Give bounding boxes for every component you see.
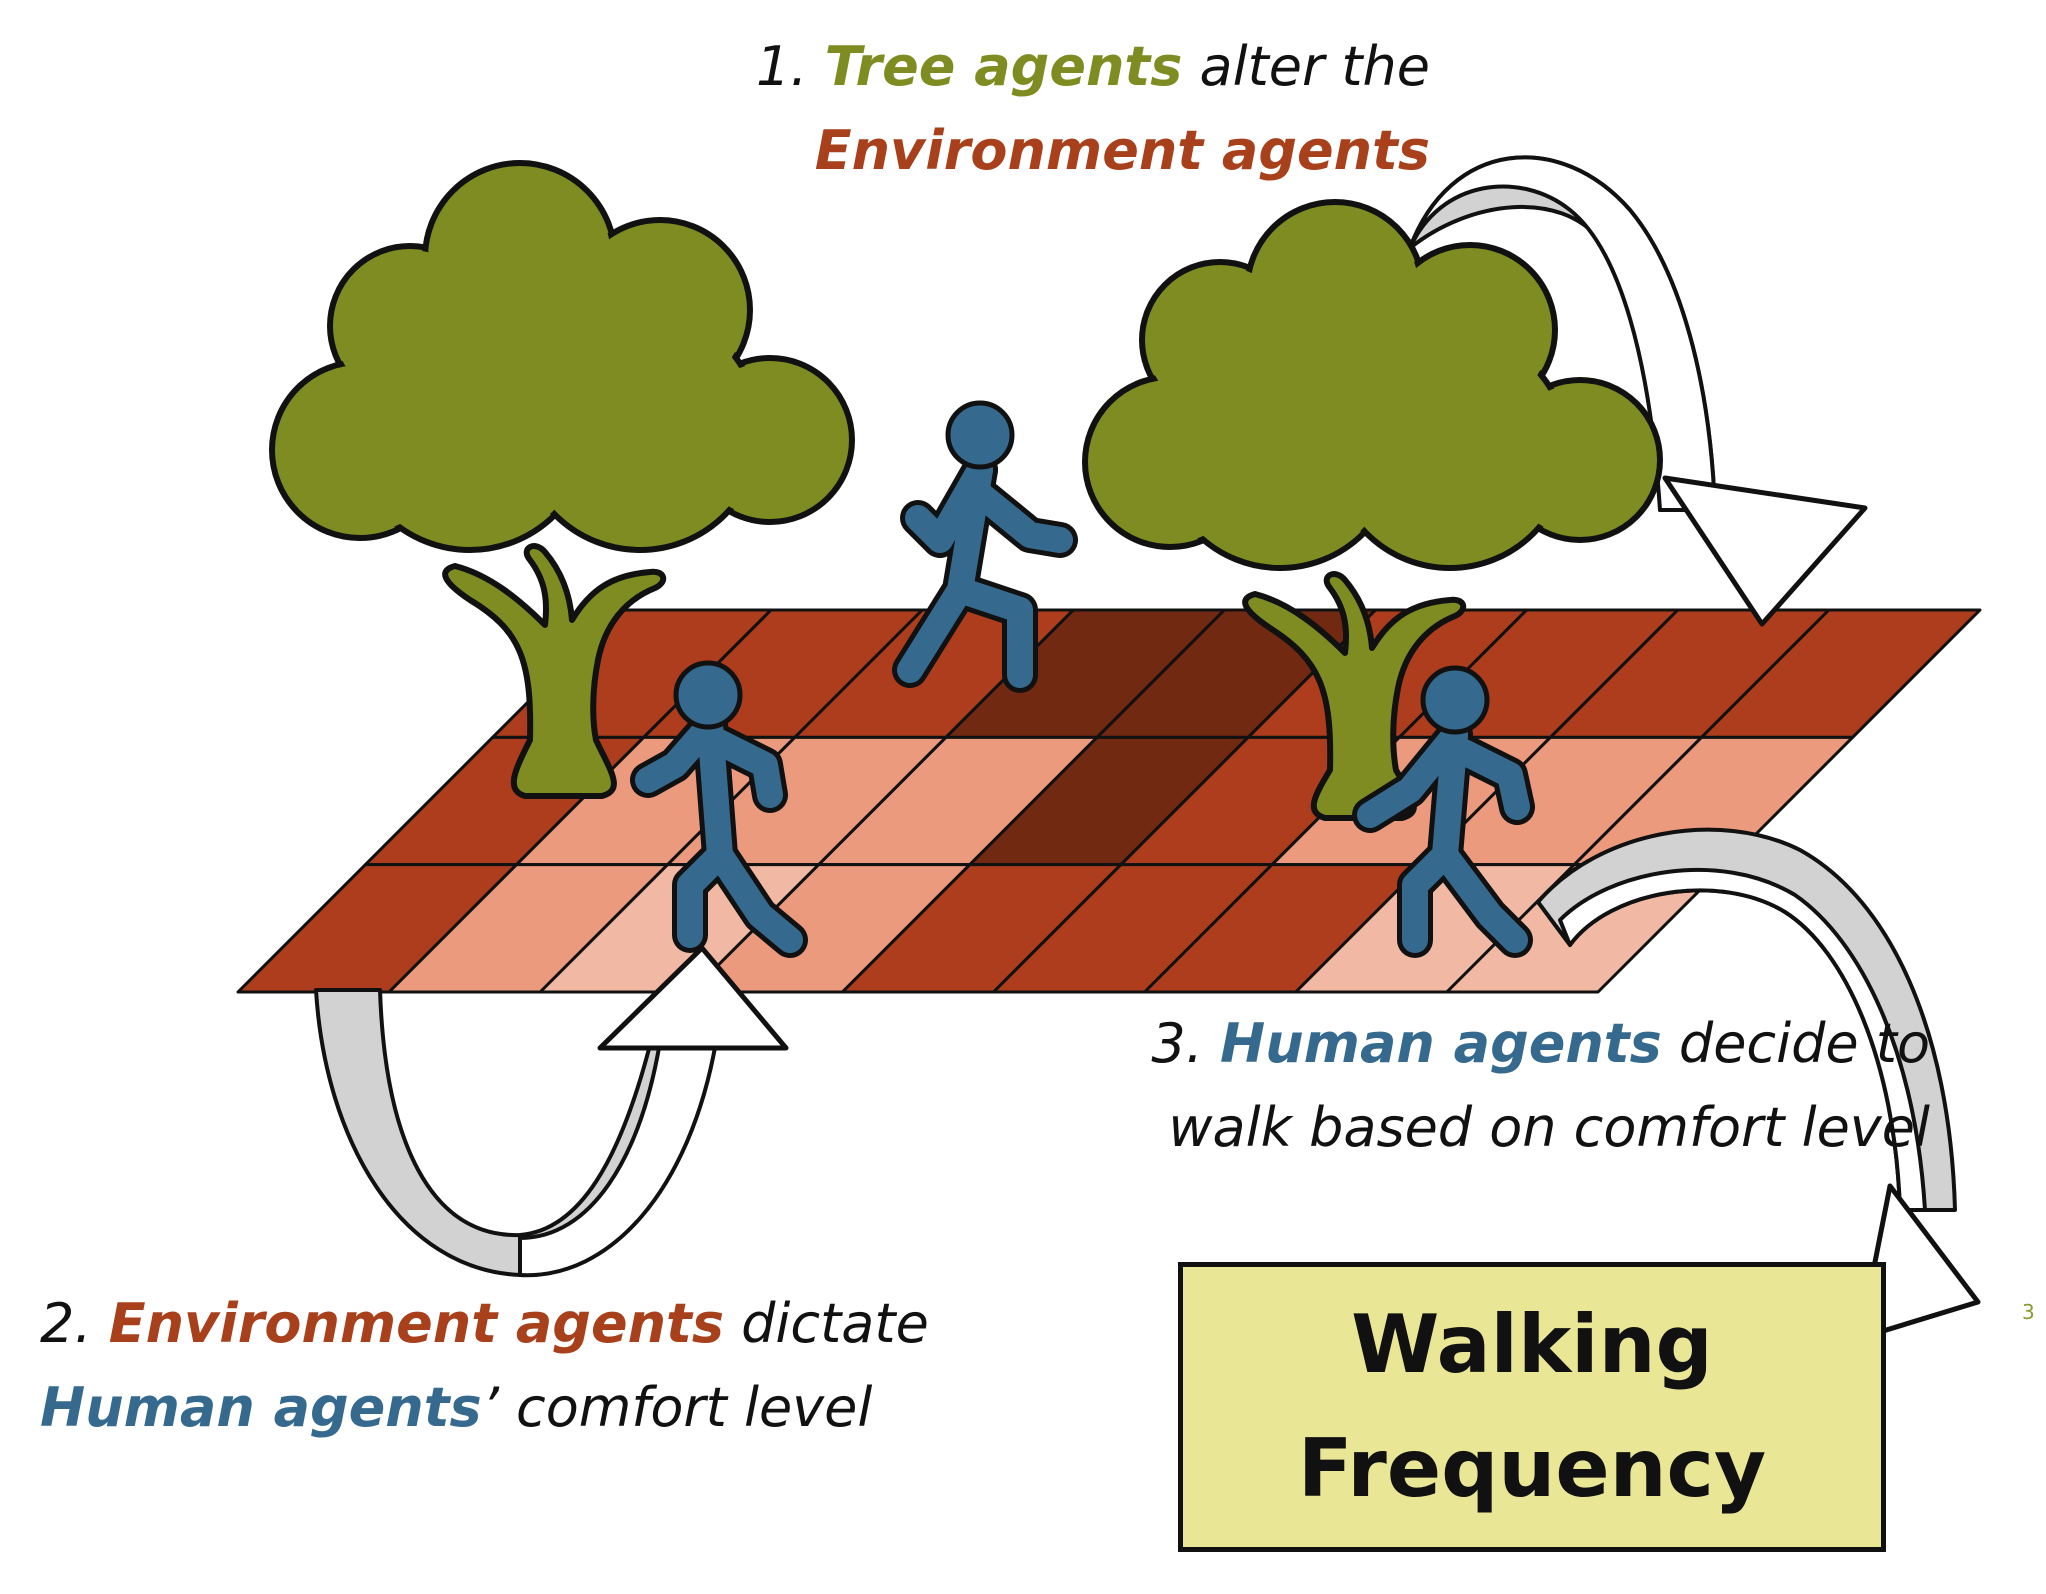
caption-step-1: 1. Tree agents alter the Environment age…	[745, 25, 1430, 193]
outcome-line-1: Walking	[1351, 1298, 1713, 1391]
caption-step-3-number: 3.	[1151, 1012, 1203, 1075]
walking-person-icon	[1352, 665, 1535, 958]
curved-arrow-icon	[1408, 155, 1868, 627]
caption-step-2: 2. Environment agents dictate Human agen…	[40, 1282, 1000, 1450]
caption-step-1-number: 1.	[755, 35, 808, 98]
human-agents-term: Human agents	[40, 1376, 482, 1439]
caption-step-3-text-2: walk based on comfort level	[1168, 1096, 1930, 1159]
tree-agents-term: Tree agents	[824, 35, 1183, 98]
curved-arrow-icon	[314, 945, 789, 1278]
outcome-line-2: Frequency	[1297, 1422, 1767, 1515]
curved-arrow-icon	[1536, 827, 1981, 1341]
walking-frequency-box: Walking Frequency	[1178, 1262, 1886, 1552]
environment-agents-term: Environment agents	[108, 1292, 724, 1355]
environment-agents-term: Environment agents	[814, 119, 1430, 182]
tree-icon	[1082, 199, 1663, 821]
walking-person-icon	[892, 400, 1078, 693]
caption-step-2-text-2: ’ comfort level	[481, 1376, 873, 1439]
caption-step-2-text: dictate	[741, 1292, 929, 1355]
caption-step-1-text: alter the	[1199, 35, 1430, 98]
human-agents-term: Human agents	[1220, 1012, 1662, 1075]
caption-step-2-number: 2.	[40, 1292, 92, 1355]
environment-grid	[236, 608, 1982, 994]
slide-number: 3	[2022, 1300, 2035, 1324]
caption-step-3-text: decide to	[1678, 1012, 1930, 1075]
tree-icon	[269, 160, 855, 799]
walking-person-icon	[630, 660, 808, 958]
caption-step-3: 3. Human agents decide to walk based on …	[1085, 1002, 1930, 1170]
